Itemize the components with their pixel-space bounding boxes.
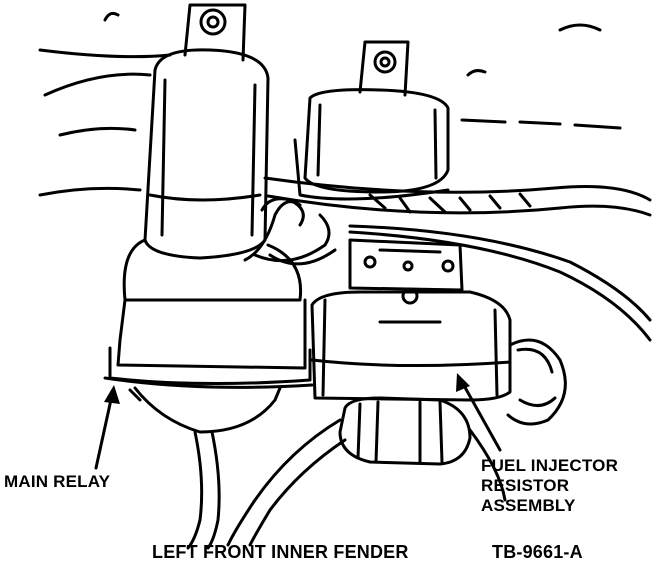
fuel-injector-label-line-1: FUEL INJECTOR	[481, 456, 619, 475]
relay-pigtail-wires	[243, 197, 337, 266]
wire-harness	[263, 176, 652, 342]
mounting-bracket	[348, 238, 464, 292]
upper-connector	[293, 88, 450, 201]
background-fender-lines	[38, 11, 622, 197]
figure-code: TB-9661-A	[492, 542, 583, 562]
resistor-mounting-tab	[358, 40, 410, 97]
lower-wires	[186, 418, 507, 550]
arrow-heads	[104, 373, 470, 404]
leader-lines	[94, 380, 502, 470]
main-relay-arrowhead	[104, 385, 120, 404]
fuel-injector-resistor-label: FUEL INJECTOR RESISTOR ASSEMBLY	[481, 456, 618, 516]
fuel-injector-label-line-2: RESISTOR	[481, 476, 570, 495]
fuel-injector-resistor-assembly	[310, 287, 512, 402]
side-connector	[506, 338, 567, 426]
location-caption: LEFT FRONT INNER FENDER	[152, 542, 409, 562]
main-relay	[103, 48, 314, 434]
relay-mounting-tab	[183, 3, 247, 62]
main-relay-label: MAIN RELAY	[4, 472, 111, 491]
fuel-injector-label-line-3: ASSEMBLY	[481, 496, 576, 515]
resistor-arrowhead	[456, 373, 470, 392]
lower-connector	[338, 396, 472, 466]
